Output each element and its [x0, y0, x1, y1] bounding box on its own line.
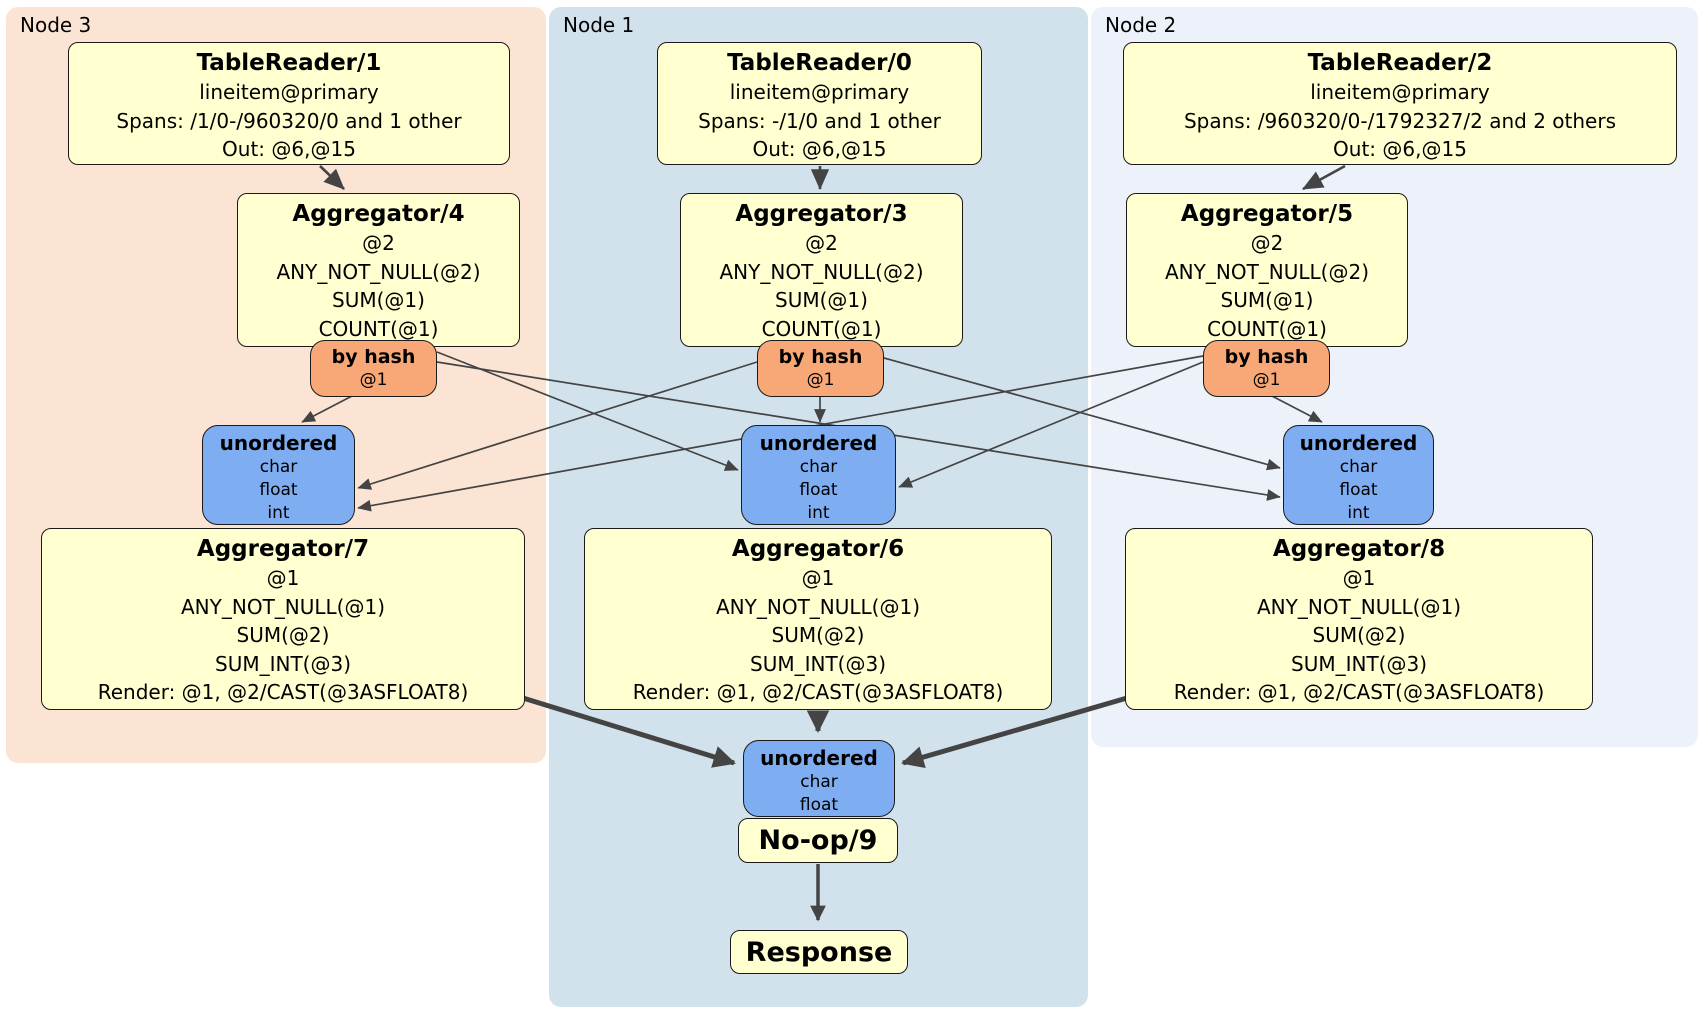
edge-tr2-agg5 — [1302, 164, 1346, 191]
node-title: Response — [745, 937, 893, 968]
node-detail-line: @2 — [805, 231, 838, 255]
sync-title: unordered — [1299, 431, 1418, 455]
region-node3-label: Node 3 — [20, 13, 92, 37]
node-noop-9: No-op/9 — [738, 818, 898, 863]
sync-column: int — [807, 503, 830, 523]
node-detail-line: ANY_NOT_NULL(@1) — [1257, 594, 1461, 619]
router-key: @1 — [806, 370, 835, 390]
region-node1-label: Node 1 — [563, 13, 635, 37]
sync-column: char — [1339, 457, 1378, 477]
node-title: Aggregator/8 — [1272, 536, 1446, 562]
node-detail-line: Render: @1, @2/CAST(@3ASFLOAT8) — [632, 680, 1004, 704]
node-detail-line: COUNT(@1) — [761, 316, 882, 341]
node-detail-line: SUM(@1) — [775, 288, 868, 312]
node-detail-line: COUNT(@1) — [318, 316, 439, 341]
node-detail-line: ANY_NOT_NULL(@1) — [716, 594, 920, 619]
edge-bh2-un1 — [898, 361, 1204, 488]
sync-column: int — [267, 503, 290, 523]
router-key: @1 — [1252, 370, 1281, 390]
node-detail-line: Render: @1, @2/CAST(@3ASFLOAT8) — [1173, 680, 1545, 704]
node-detail-line: SUM_INT(@3) — [1291, 651, 1427, 676]
node-detail-line: SUM(@2) — [1312, 623, 1406, 647]
node-detail-line: COUNT(@1) — [1207, 316, 1327, 341]
node-response: Response — [730, 930, 908, 974]
edge-bh3-un1 — [436, 351, 739, 471]
sync-unordered-node1: unordered char float int — [741, 425, 896, 525]
node-detail-line: ANY_NOT_NULL(@2) — [276, 259, 481, 284]
sync-title: unordered — [219, 431, 338, 455]
router-title: by hash — [778, 346, 863, 368]
router-title: by hash — [331, 346, 416, 368]
edge-bh3-un3 — [301, 395, 353, 423]
node-tablereader-2: TableReader/2 lineitem@primary Spans: /9… — [1123, 42, 1677, 165]
sync-unordered-node3: unordered char float int — [202, 425, 355, 525]
edge-bh1-un2 — [883, 357, 1281, 471]
edge-tr1-agg4 — [319, 165, 345, 190]
node-detail-line: lineitem@primary — [729, 80, 910, 104]
sync-column: float — [259, 480, 298, 500]
node-tablereader-0: TableReader/0 lineitem@primary Spans: -/… — [657, 42, 982, 165]
node-detail-line: Out: @6,@15 — [1333, 137, 1467, 161]
node-detail-line: @2 — [362, 231, 395, 255]
node-detail-line: SUM_INT(@3) — [750, 651, 886, 676]
router-key: @1 — [359, 370, 388, 390]
node-detail-line: lineitem@primary — [1310, 80, 1490, 104]
sync-unordered-final: unordered char float — [743, 740, 895, 817]
node-aggregator-7: Aggregator/7 @1 ANY_NOT_NULL(@1) SUM(@2)… — [41, 528, 525, 710]
node-tablereader-1: TableReader/1 lineitem@primary Spans: /1… — [68, 42, 510, 165]
node-title: Aggregator/3 — [735, 201, 908, 227]
edge-agg7-unf — [522, 695, 736, 768]
node-aggregator-6: Aggregator/6 @1 ANY_NOT_NULL(@1) SUM(@2)… — [584, 528, 1052, 710]
router-by-hash-node1: by hash @1 — [757, 340, 884, 397]
node-detail-line: Out: @6,@15 — [222, 137, 356, 161]
router-by-hash-node3: by hash @1 — [310, 340, 437, 397]
edge-bh1-un3 — [357, 361, 758, 490]
sync-title: unordered — [759, 431, 878, 455]
node-detail-line: @1 — [801, 566, 835, 590]
edge-agg8-unf — [901, 695, 1128, 769]
sync-column: int — [1347, 503, 1370, 523]
node-detail-line: SUM(@1) — [332, 288, 425, 312]
node-title: TableReader/2 — [1307, 50, 1493, 76]
node-title: TableReader/1 — [196, 50, 382, 76]
sync-column: char — [800, 772, 838, 792]
router-title: by hash — [1224, 346, 1309, 368]
sync-column: char — [799, 457, 838, 477]
node-title: Aggregator/6 — [731, 536, 905, 562]
sync-unordered-node2: unordered char float int — [1283, 425, 1434, 525]
node-aggregator-5: Aggregator/5 @2 ANY_NOT_NULL(@2) SUM(@1)… — [1126, 193, 1408, 347]
region-node2-label: Node 2 — [1105, 13, 1177, 37]
node-detail-line: @1 — [1342, 566, 1376, 590]
router-by-hash-node2: by hash @1 — [1203, 340, 1330, 397]
node-title: Aggregator/5 — [1180, 201, 1354, 227]
node-detail-line: SUM_INT(@3) — [215, 651, 351, 676]
node-title: No-op/9 — [758, 825, 878, 856]
node-detail-line: ANY_NOT_NULL(@2) — [719, 259, 924, 284]
node-aggregator-4: Aggregator/4 @2 ANY_NOT_NULL(@2) SUM(@1)… — [237, 193, 520, 347]
sync-column: float — [1339, 480, 1378, 500]
edge-bh2-un2 — [1271, 395, 1323, 423]
sync-title: unordered — [760, 746, 878, 770]
node-detail-line: ANY_NOT_NULL(@1) — [181, 594, 385, 619]
node-title: TableReader/0 — [727, 50, 912, 76]
node-detail-line: @2 — [1250, 231, 1284, 255]
node-title: Aggregator/4 — [292, 201, 465, 227]
sync-column: float — [799, 480, 838, 500]
node-detail-line: SUM(@1) — [1220, 288, 1314, 312]
node-aggregator-3: Aggregator/3 @2 ANY_NOT_NULL(@2) SUM(@1)… — [680, 193, 963, 347]
node-detail-line: Spans: /960320/0-/1792327/2 and 2 others — [1183, 108, 1616, 133]
node-detail-line: lineitem@primary — [199, 80, 379, 104]
node-detail-line: @1 — [266, 566, 300, 590]
node-detail-line: SUM(@2) — [771, 623, 865, 647]
node-detail-line: Spans: -/1/0 and 1 other — [698, 108, 941, 133]
node-detail-line: Spans: /1/0-/960320/0 and 1 other — [116, 108, 462, 133]
node-detail-line: Render: @1, @2/CAST(@3ASFLOAT8) — [97, 680, 469, 704]
node-detail-line: SUM(@2) — [236, 623, 330, 647]
sync-column: float — [799, 795, 839, 815]
node-title: Aggregator/7 — [196, 536, 370, 562]
node-aggregator-8: Aggregator/8 @1 ANY_NOT_NULL(@1) SUM(@2)… — [1125, 528, 1593, 710]
node-detail-line: ANY_NOT_NULL(@2) — [1165, 259, 1369, 284]
sync-column: char — [259, 457, 298, 477]
node-detail-line: Out: @6,@15 — [752, 137, 887, 161]
